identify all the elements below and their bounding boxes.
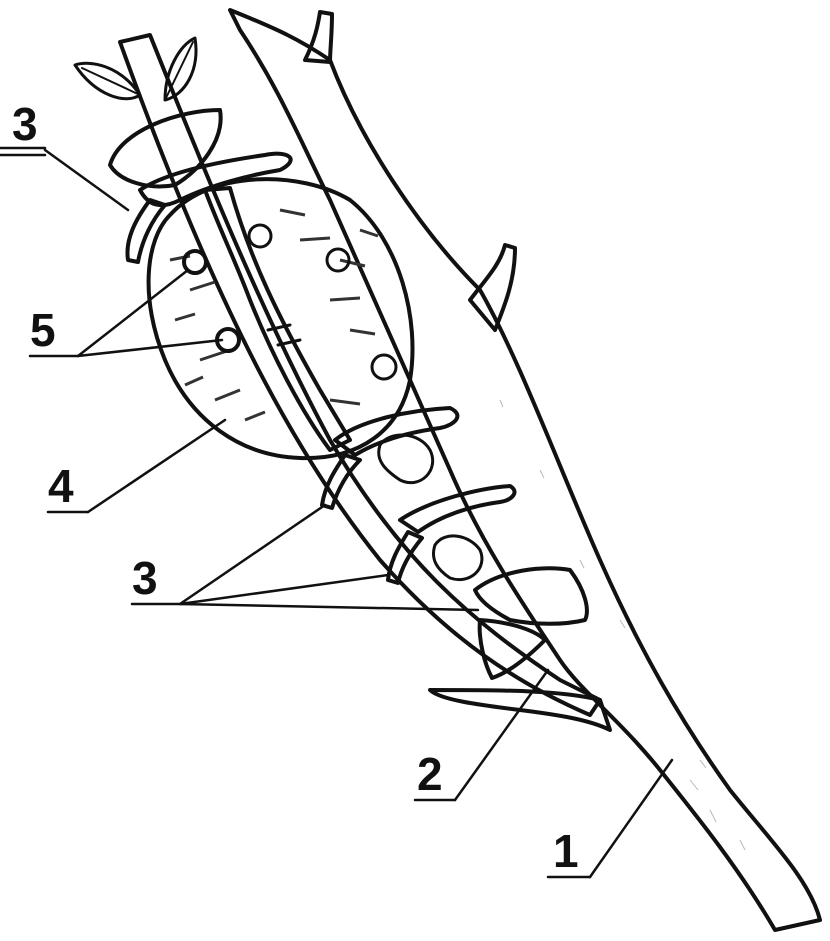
label-potato: 4 <box>48 460 74 512</box>
potato-eye <box>370 353 398 381</box>
label-ties-top: 3 <box>12 98 38 150</box>
leader-lines <box>0 146 674 879</box>
label-eyes: 5 <box>30 304 56 356</box>
scion-stick <box>73 33 602 717</box>
label-trunk: 1 <box>553 825 579 877</box>
tie-top <box>108 108 293 264</box>
label-scion: 2 <box>417 748 443 800</box>
tie-bottom <box>473 566 589 680</box>
tie-middle-1 <box>320 406 460 510</box>
rootstock-trunk <box>228 8 822 932</box>
potato-eye <box>325 247 351 273</box>
potato <box>146 177 415 461</box>
potato-eye <box>247 223 273 249</box>
potato-eye <box>182 249 208 275</box>
label-ties-bottom: 3 <box>132 552 158 604</box>
tie-middle-2 <box>386 484 517 585</box>
